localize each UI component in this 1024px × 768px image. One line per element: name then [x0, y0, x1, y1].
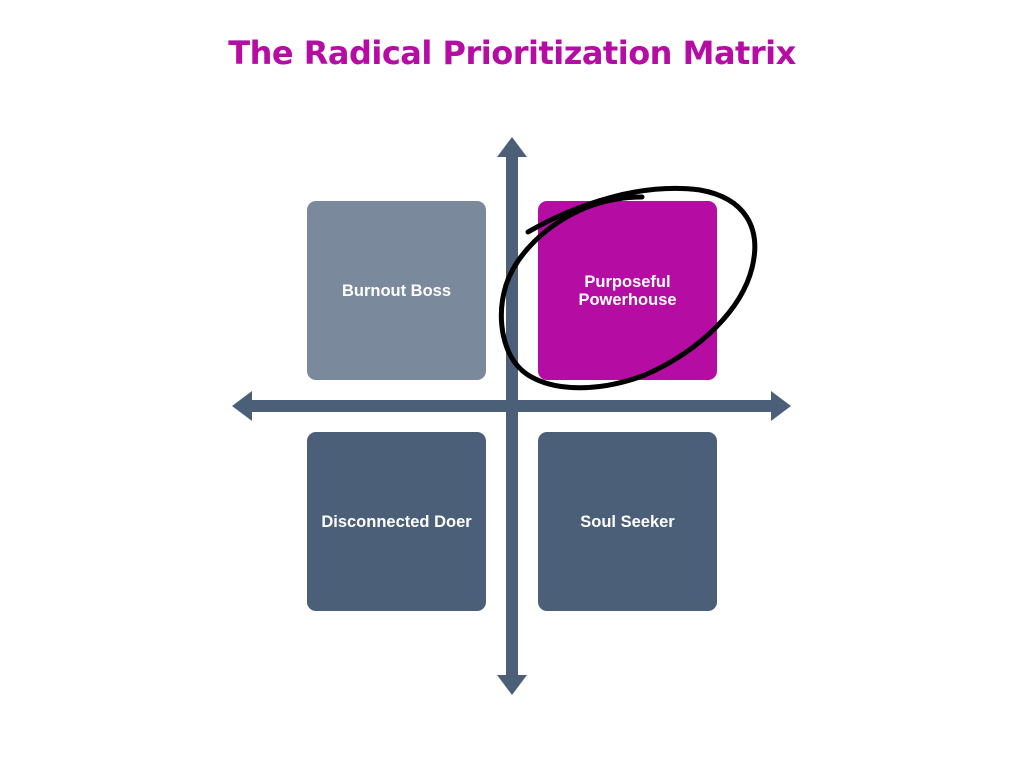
vertical-axis-line — [506, 152, 518, 679]
quadrant-disconnected-doer: Disconnected Doer — [307, 432, 486, 611]
horizontal-axis-line — [248, 400, 776, 412]
quadrant-soul-seeker: Soul Seeker — [538, 432, 717, 611]
axis-arrow-right-icon — [771, 391, 791, 421]
quadrant-label: Disconnected Doer — [321, 512, 472, 531]
axis-arrow-left-icon — [232, 391, 252, 421]
quadrant-label: Soul Seeker — [580, 512, 675, 531]
quadrant-purposeful-powerhouse: Purposeful Powerhouse — [538, 201, 717, 380]
axis-arrow-up-icon — [497, 137, 527, 157]
quadrant-label: Burnout Boss — [341, 281, 452, 300]
quadrant-label: Purposeful Powerhouse — [578, 272, 677, 309]
page-title: The Radical Prioritization Matrix — [228, 34, 796, 72]
quadrant-burnout-boss: Burnout Boss — [307, 201, 486, 380]
axis-arrow-down-icon — [497, 675, 527, 695]
